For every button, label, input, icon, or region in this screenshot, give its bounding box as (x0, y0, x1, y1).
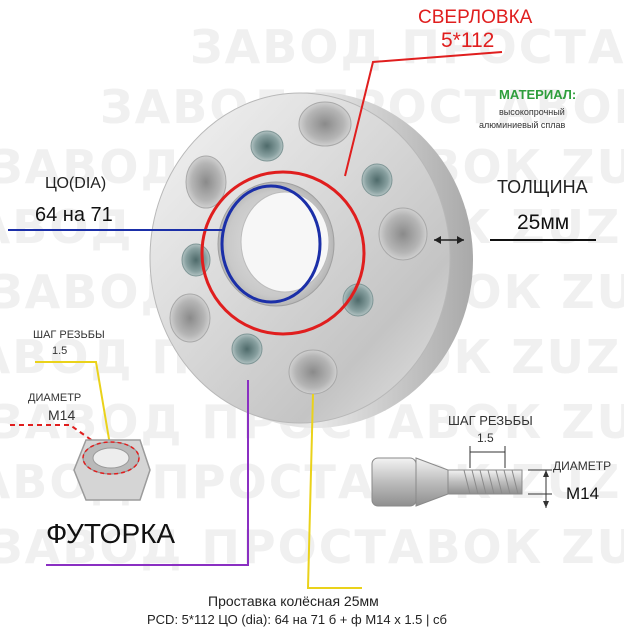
large-hole (185, 155, 227, 209)
material-label: МАТЕРИАЛ: (499, 87, 577, 102)
large-hole (288, 349, 338, 395)
insert-name: ФУТОРКА (46, 518, 176, 549)
drilling-value: 5*112 (441, 29, 495, 52)
caption-line2: PCD: 5*112 ЦО (dia): 64 на 71 б + ф М14 … (147, 612, 447, 627)
bolt-cone (415, 457, 449, 507)
insert-diameter-label: ДИАМЕТР (28, 392, 82, 404)
pcd-circle (200, 170, 366, 336)
bolt-diameter-label: ДИАМЕТР (553, 459, 612, 473)
drilling-leader (344, 51, 503, 177)
bore-value: 64 на 71 (35, 204, 113, 226)
drilling-label: СВЕРЛОВКА (418, 7, 533, 28)
bolt-thread-label: ШАГ РЕЗЬБЫ (448, 413, 533, 428)
arrow-head (543, 501, 549, 508)
arrow-head (457, 236, 464, 244)
large-holes (169, 101, 428, 395)
insert-diameter-leader (10, 424, 101, 447)
arrow-head (434, 236, 441, 244)
material-line2: алюминиевый сплав (479, 120, 566, 130)
arrow-head (543, 470, 549, 477)
threaded-hole (250, 130, 284, 162)
bore-circle (220, 184, 322, 304)
insert-thread-value: 1.5 (52, 345, 68, 357)
thickness-label: ТОЛЩИНА (497, 177, 588, 197)
large-hole (298, 101, 352, 147)
bolt-drawing (371, 446, 552, 508)
bolt-diameter-value: М14 (566, 484, 600, 503)
bolt-head (371, 457, 417, 507)
material-line1: высокопрочный (499, 107, 565, 117)
insert-drawing (73, 439, 151, 501)
bolt-thread-value: 1.5 (477, 431, 494, 445)
threaded-hole (181, 243, 211, 277)
insert-thread-label: ШАГ РЕЗЬБЫ (33, 329, 105, 341)
insert-thread-leader (35, 361, 111, 446)
threaded-hole (231, 333, 263, 365)
caption-line1: Проставка колёсная 25мм (208, 593, 379, 609)
large-hole (169, 293, 211, 343)
large-hole (378, 207, 428, 261)
threaded-hole (361, 163, 393, 197)
thickness-value: 25мм (517, 211, 570, 234)
bolt-leader (306, 393, 362, 589)
insert-leader (46, 380, 249, 566)
center-bore-inner (240, 191, 330, 293)
insert-diameter-mark (82, 441, 140, 475)
bolt-thread (463, 469, 519, 495)
insert-diameter-value: М14 (48, 407, 76, 423)
bore-label: ЦО(DIA) (45, 175, 107, 192)
insert-bore (92, 447, 130, 469)
